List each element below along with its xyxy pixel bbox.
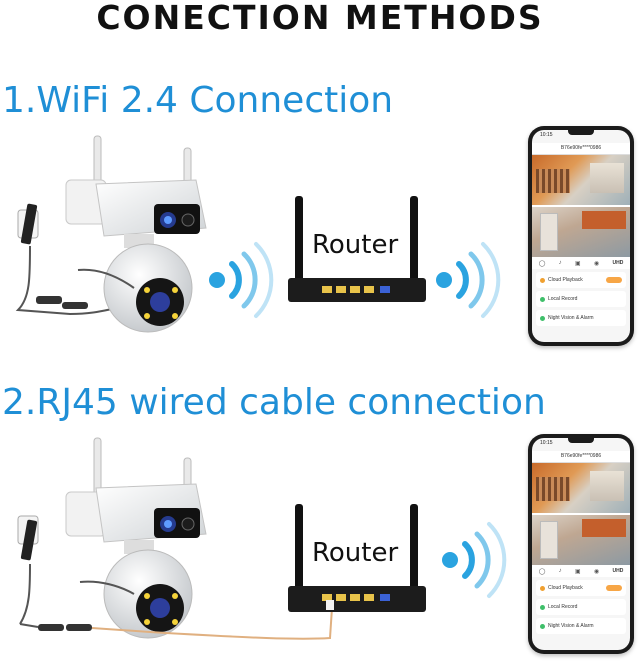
mic-icon: ◯ bbox=[538, 568, 546, 575]
camera-view-1 bbox=[532, 155, 630, 205]
cloud-playback-row: Cloud Playback bbox=[536, 272, 626, 288]
camera-view-1 bbox=[532, 463, 630, 513]
power-adapter-icon bbox=[15, 203, 131, 316]
phone-header: B76e90fe****0986 bbox=[532, 143, 630, 155]
phone-toolbar: ◯ ♪ ▣ ◉ UHD bbox=[532, 565, 630, 577]
snapshot-icon: ▣ bbox=[574, 260, 581, 267]
camera-icon bbox=[65, 437, 207, 639]
smartphone-icon: 10:15 B76e90fe****0986 ◯ ♪ ▣ ◉ UHD Cloud… bbox=[528, 434, 634, 654]
router-label: Router bbox=[308, 230, 403, 260]
smartphone-icon: 10:15 B76e90fe****0986 ◯ ♪ ▣ ◉ UHD Cloud… bbox=[528, 126, 634, 346]
page-title: CONECTION METHODS bbox=[96, 0, 544, 37]
snapshot-icon: ▣ bbox=[574, 568, 581, 575]
router-label: Router bbox=[308, 538, 403, 568]
wifi-diagram bbox=[15, 135, 501, 333]
router-icon bbox=[288, 504, 426, 612]
camera-view-2 bbox=[532, 513, 630, 565]
camera-view-2 bbox=[532, 205, 630, 257]
wired-diagram bbox=[17, 437, 507, 640]
speaker-icon: ♪ bbox=[558, 260, 562, 266]
phone-header: B76e90fe****0986 bbox=[532, 451, 630, 463]
hd-label: UHD bbox=[612, 568, 624, 574]
wifi-signal-icon bbox=[442, 522, 507, 598]
night-vision-row: Night Vision & Alarm bbox=[536, 618, 626, 634]
wifi-connection-scene: Router 10:15 B76e90fe****0986 ◯ ♪ ▣ ◉ UH… bbox=[0, 118, 640, 358]
local-record-row: Local Record bbox=[536, 599, 626, 615]
phone-status-time: 10:15 bbox=[540, 440, 553, 446]
phone-toolbar: ◯ ♪ ▣ ◉ UHD bbox=[532, 257, 630, 269]
camera-icon bbox=[65, 135, 207, 333]
phone-screen: 10:15 B76e90fe****0986 ◯ ♪ ▣ ◉ UHD Cloud… bbox=[532, 130, 630, 342]
section-2-title: 2.RJ45 wired cable connection bbox=[2, 382, 546, 423]
phone-screen: 10:15 B76e90fe****0986 ◯ ♪ ▣ ◉ UHD Cloud… bbox=[532, 438, 630, 650]
hd-label: UHD bbox=[612, 260, 624, 266]
record-icon: ◉ bbox=[593, 568, 600, 575]
local-record-row: Local Record bbox=[536, 291, 626, 307]
power-adapter-icon bbox=[17, 515, 92, 631]
ethernet-cable bbox=[91, 607, 333, 640]
night-vision-row: Night Vision & Alarm bbox=[536, 310, 626, 326]
record-icon: ◉ bbox=[593, 260, 600, 267]
cloud-playback-row: Cloud Playback bbox=[536, 580, 626, 596]
router-icon bbox=[288, 196, 426, 302]
mic-icon: ◯ bbox=[538, 260, 546, 267]
phone-status-time: 10:15 bbox=[540, 132, 553, 138]
wifi-signal-icon bbox=[436, 242, 501, 318]
section-1-title: 1.WiFi 2.4 Connection bbox=[2, 80, 394, 121]
wifi-signal-icon bbox=[209, 242, 274, 318]
wired-connection-scene: Router 10:15 B76e90fe****0986 ◯ ♪ ▣ ◉ UH… bbox=[0, 428, 640, 668]
speaker-icon: ♪ bbox=[558, 568, 562, 574]
